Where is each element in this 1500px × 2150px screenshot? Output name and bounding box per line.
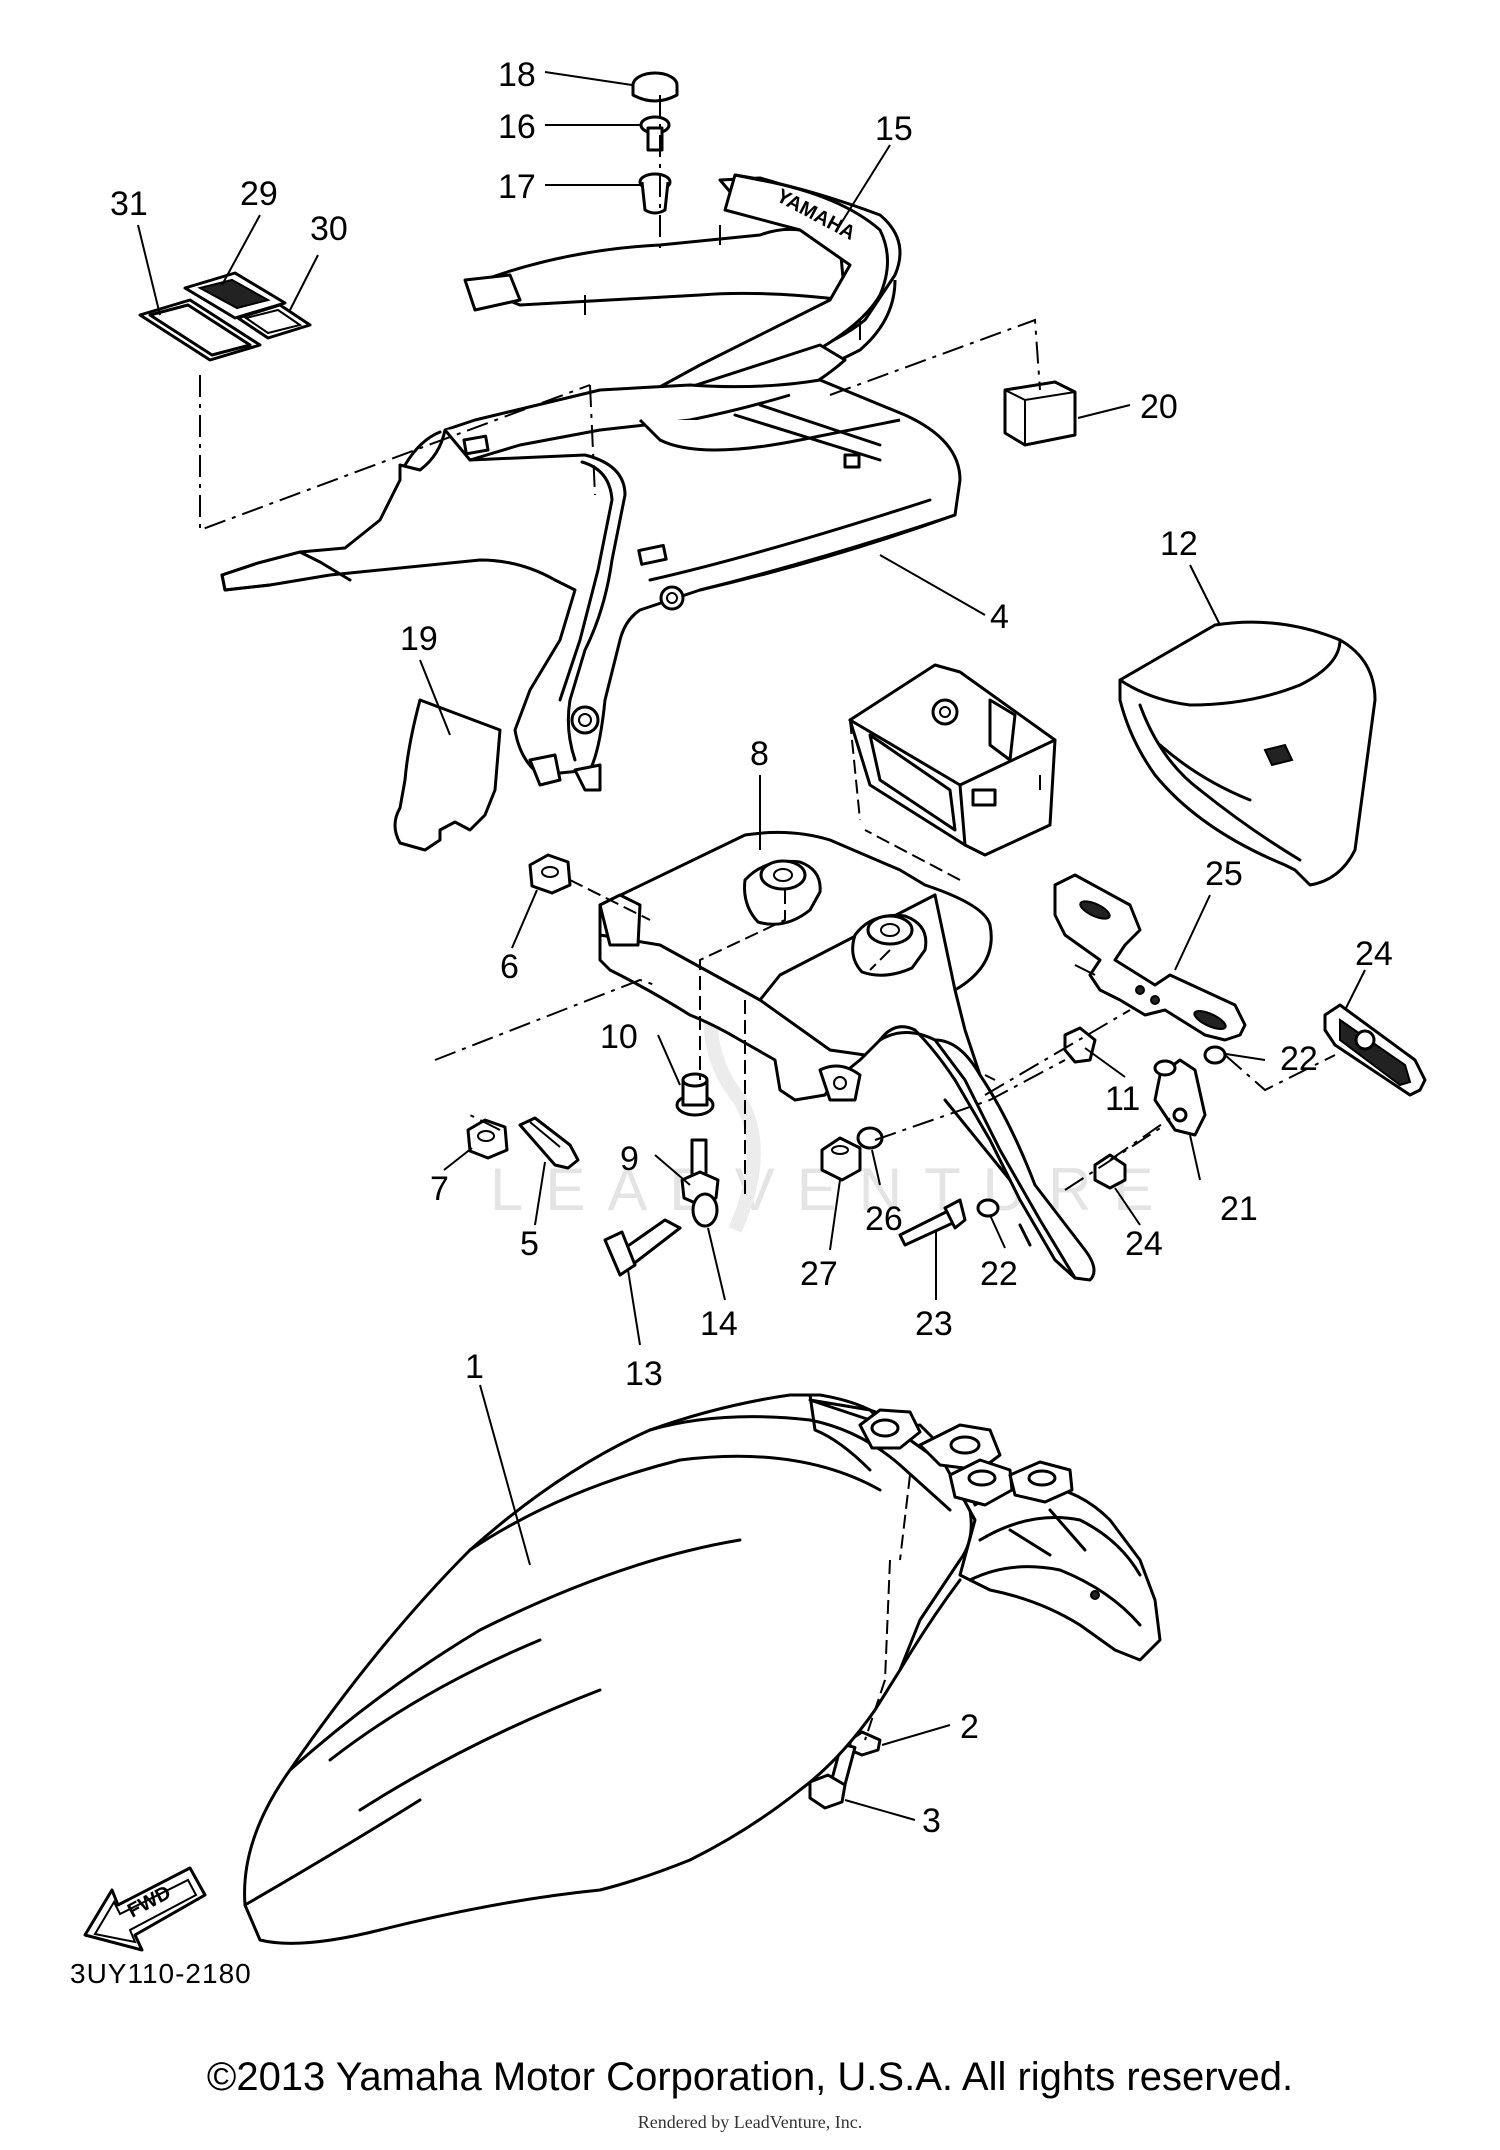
part-24-reflector bbox=[1323, 1003, 1427, 1097]
callout-6: 6 bbox=[500, 948, 519, 986]
assembly-lines bbox=[199, 95, 1336, 1741]
callout-20: 20 bbox=[1140, 388, 1178, 426]
part-11-nut bbox=[1063, 1026, 1097, 1064]
callout-25: 24 bbox=[1125, 1225, 1163, 1263]
part-12-rear-box bbox=[1118, 620, 1377, 887]
callout-21: 21 bbox=[1220, 1190, 1258, 1228]
callout-17: 17 bbox=[498, 168, 536, 206]
callout-30: 30 bbox=[310, 210, 348, 248]
part-1-front-fender bbox=[243, 1393, 1162, 1945]
part-box-bracket bbox=[848, 663, 1057, 857]
part-14-washer bbox=[691, 1192, 719, 1228]
callout-22b: 22 bbox=[980, 1255, 1018, 1293]
callout-14: 14 bbox=[700, 1305, 738, 1343]
callout-22a: 22 bbox=[1280, 1040, 1318, 1078]
callout-11: 11 bbox=[1105, 1080, 1140, 1118]
callout-15: 15 bbox=[875, 110, 913, 148]
part-18-cap bbox=[631, 71, 679, 103]
part-9-bolt bbox=[680, 1138, 720, 1207]
callout-26: 25 bbox=[1205, 855, 1243, 893]
callout-4: 4 bbox=[990, 598, 1009, 636]
rendered-by-notice: Rendered by LeadVenture, Inc. bbox=[637, 2112, 863, 2132]
callout-19: 19 bbox=[400, 620, 438, 658]
part-25-nut bbox=[1093, 1153, 1127, 1190]
diagram-code: 3UY110-2180 bbox=[70, 1958, 252, 1989]
part-5-bolt bbox=[518, 1116, 580, 1170]
part-28-nut bbox=[820, 1136, 862, 1182]
callout-16: 16 bbox=[498, 108, 536, 146]
callout-28: 27 bbox=[800, 1255, 838, 1293]
part-13-bolt bbox=[603, 1218, 682, 1277]
callout-27: 26 bbox=[865, 1200, 903, 1238]
fwd-arrow-icon: FWD bbox=[83, 1866, 207, 1952]
part-6-nut bbox=[528, 853, 572, 895]
part-26-license-bracket bbox=[1053, 873, 1247, 1042]
callout-24: 24 bbox=[1355, 935, 1393, 973]
part-17-collar bbox=[638, 172, 672, 215]
callout-10: 10 bbox=[600, 1018, 638, 1056]
callout-23: 23 bbox=[915, 1305, 953, 1343]
callout-1: 1 bbox=[465, 1348, 484, 1386]
part-10-grommet bbox=[675, 1072, 715, 1117]
part-4-seat-cowl bbox=[220, 378, 962, 792]
leader-lines bbox=[137, 71, 1366, 1821]
part-29-30-31-decals bbox=[138, 271, 312, 362]
part-21-bracket bbox=[1153, 1058, 1207, 1137]
callout-12: 12 bbox=[1160, 525, 1198, 563]
callout-7: 7 bbox=[430, 1170, 449, 1208]
callout-3: 3 bbox=[922, 1802, 941, 1840]
callouts: 18 16 17 15 31 29 30 20 12 4 19 8 25 24 … bbox=[110, 56, 1393, 1840]
copyright-notice: ©2013 Yamaha Motor Corporation, U.S.A. A… bbox=[206, 2055, 1294, 2099]
part-19-flap bbox=[393, 698, 502, 852]
callout-29: 29 bbox=[240, 175, 278, 213]
part-23-screw bbox=[898, 1198, 967, 1247]
callout-18: 18 bbox=[498, 56, 536, 94]
part-20-sponge bbox=[1003, 380, 1077, 447]
part-8-inner-fender bbox=[598, 830, 1096, 1282]
part-7-nut bbox=[466, 1118, 509, 1160]
part-16-bolt bbox=[639, 115, 671, 152]
callout-2: 2 bbox=[960, 1708, 979, 1746]
callout-31: 31 bbox=[110, 185, 148, 223]
callout-5: 5 bbox=[520, 1225, 539, 1263]
callout-13: 13 bbox=[625, 1355, 663, 1393]
callout-9: 9 bbox=[620, 1140, 639, 1178]
callout-8: 8 bbox=[750, 735, 769, 773]
